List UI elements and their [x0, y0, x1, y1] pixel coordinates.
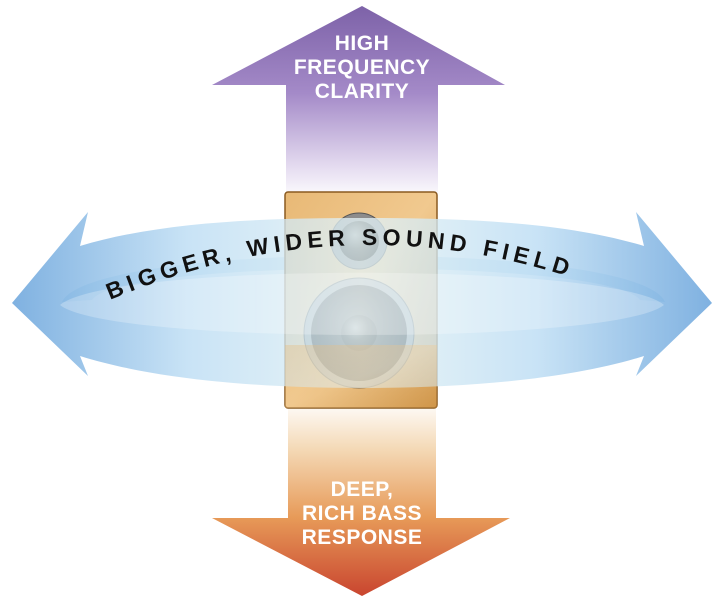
sound-field-ring: [12, 212, 712, 388]
top-arrow-label-line-1: HIGH: [334, 32, 390, 55]
top-arrow-label-line-2: FREQUENCY: [293, 56, 431, 79]
right-arrow: [362, 212, 712, 388]
bottom-arrow-label-line-3: RESPONSE: [301, 526, 423, 549]
top-arrow-label-line-3: CLARITY: [314, 80, 410, 103]
bottom-arrow: [212, 400, 510, 596]
left-arrow: [12, 212, 362, 388]
bottom-arrow-label-line-1: DEEP,: [330, 478, 394, 501]
top-arrow-label: HIGH FREQUENCY CLARITY: [262, 32, 462, 104]
top-arrow: [212, 6, 505, 200]
ring-inner-highlight: [60, 272, 664, 335]
bottom-arrow-label: DEEP, RICH BASS RESPONSE: [262, 478, 462, 550]
bottom-arrow-label-line-2: RICH BASS: [301, 502, 422, 525]
